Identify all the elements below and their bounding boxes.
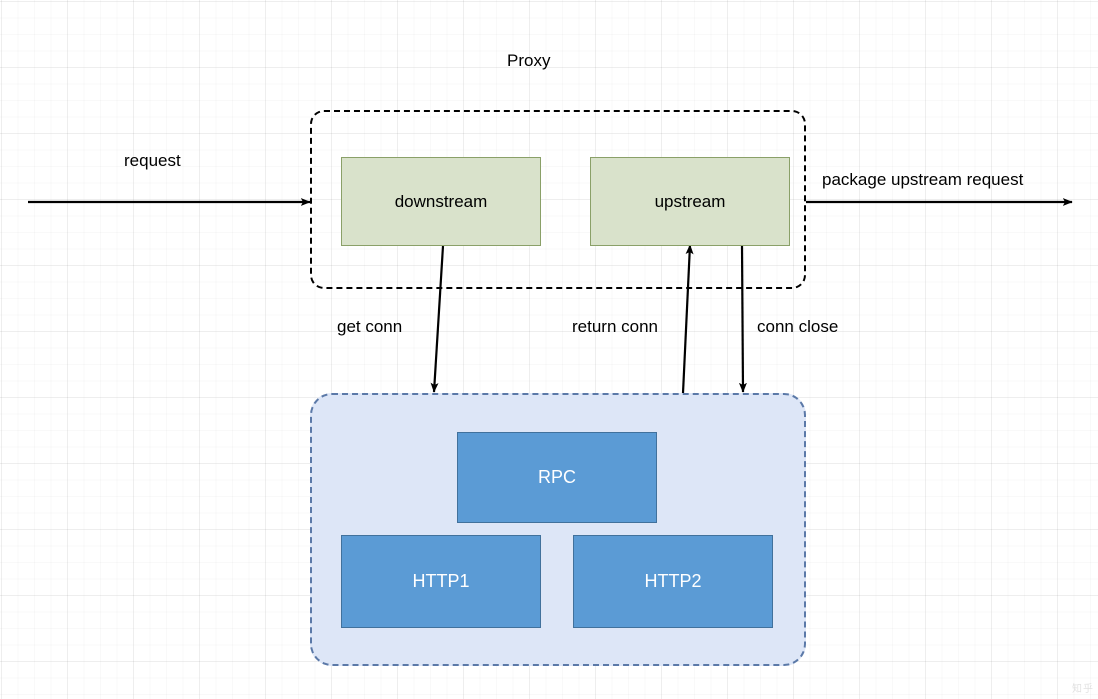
- node-downstream[interactable]: downstream: [341, 157, 541, 246]
- node-http2[interactable]: HTTP2: [573, 535, 773, 628]
- node-http1-label: HTTP1: [412, 571, 470, 591]
- node-rpc-label: RPC: [537, 467, 576, 487]
- node-http2-label: HTTP2: [644, 571, 702, 591]
- edge-label-conn-close: conn close: [757, 317, 839, 336]
- edge-label-request: request: [124, 151, 181, 170]
- group-proxy[interactable]: [310, 110, 806, 289]
- node-downstream-label: downstream: [394, 191, 488, 211]
- node-upstream-label: upstream: [654, 191, 726, 211]
- edge-label-return-conn: return conn: [572, 317, 658, 336]
- group-proxy-title: Proxy: [507, 51, 551, 70]
- watermark: 知乎: [1072, 684, 1094, 695]
- edge-label-get-conn: get conn: [337, 317, 403, 336]
- edge-label-package-upstream-request: package upstream request: [822, 170, 1024, 189]
- node-rpc[interactable]: RPC: [457, 432, 657, 523]
- node-http1[interactable]: HTTP1: [341, 535, 541, 628]
- node-upstream[interactable]: upstream: [590, 157, 790, 246]
